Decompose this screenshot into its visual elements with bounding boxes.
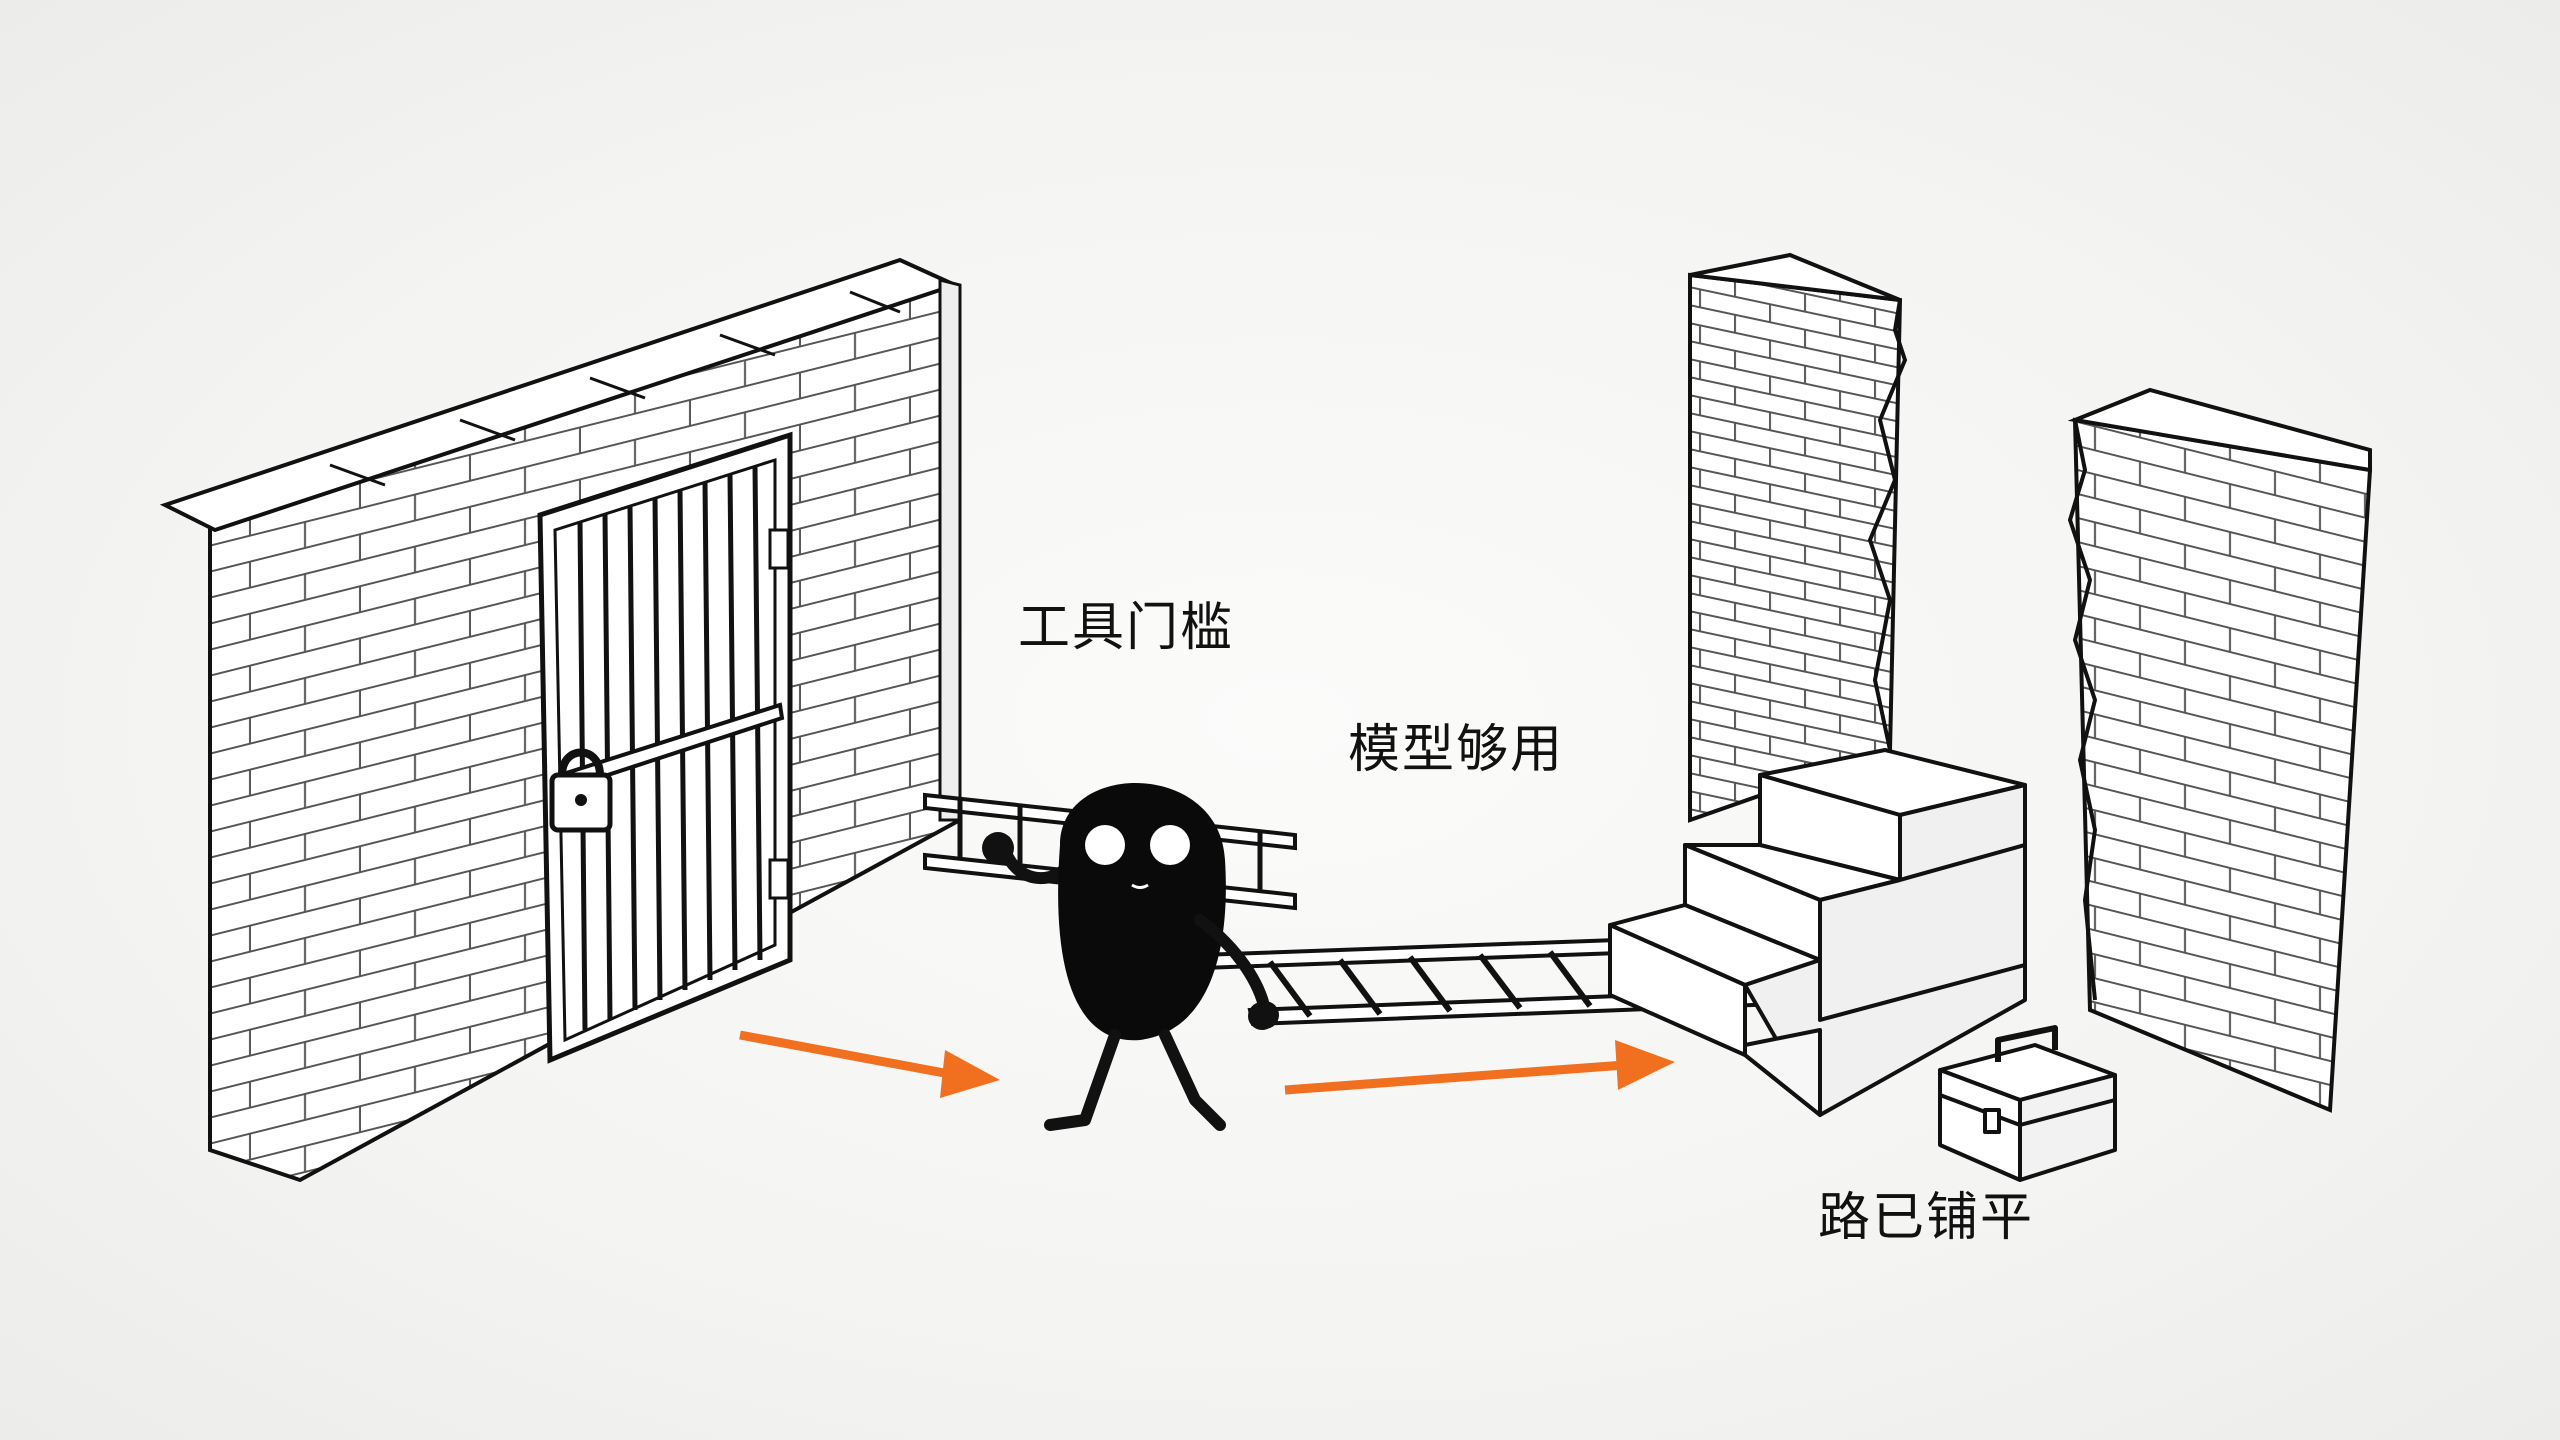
label-tool-threshold: 工具门槛 [1018, 598, 1235, 658]
arrow-right-icon-2 [1284, 1040, 1675, 1095]
label-model-enough: 模型够用 [1348, 720, 1565, 780]
arrow-right-icon [739, 1030, 1000, 1098]
toolbox-icon [1938, 1025, 2117, 1182]
padlock-icon [549, 748, 613, 833]
character [982, 783, 1279, 1131]
right-broken-wall-front [1688, 252, 1908, 823]
stairs [1608, 748, 2027, 1117]
right-broken-wall-back [2067, 387, 2373, 1113]
barred-gate [537, 431, 793, 1064]
label-road-paved: 路已铺平 [1818, 1188, 2035, 1248]
